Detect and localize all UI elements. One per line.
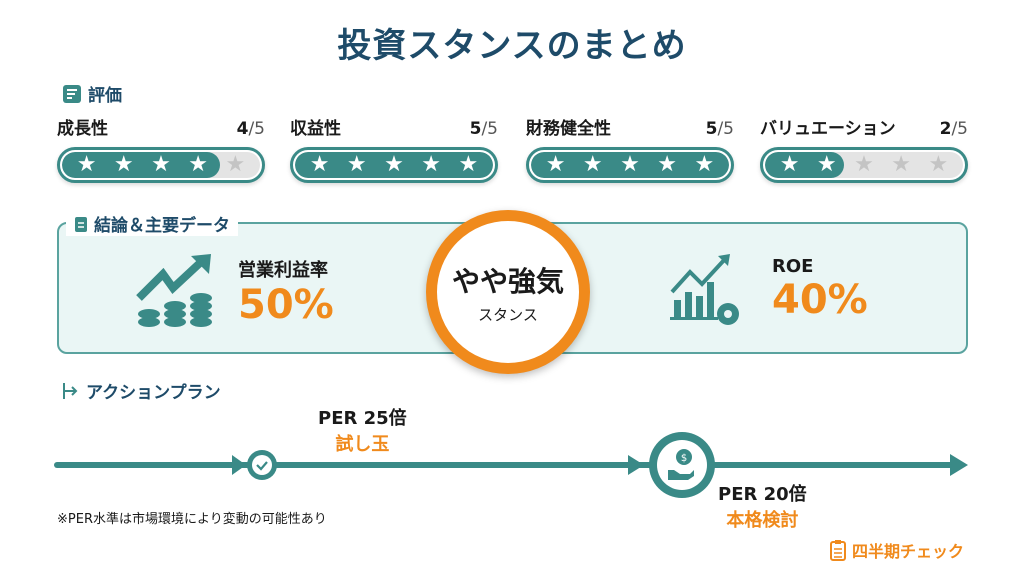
star-icon: ★ bbox=[620, 152, 640, 177]
rating-label: 成長性 bbox=[57, 119, 108, 139]
rating-fill bbox=[295, 152, 493, 178]
stance-text: やや強気 bbox=[451, 264, 564, 298]
checklist-icon bbox=[830, 540, 846, 561]
star-icon: ★ bbox=[694, 152, 715, 177]
star-icon: ★ bbox=[458, 152, 479, 177]
evaluation-heading: 評価 bbox=[62, 81, 122, 106]
note-icon bbox=[63, 84, 81, 103]
quarterly-check: 四半期チェック bbox=[830, 538, 964, 562]
rating-fill bbox=[531, 152, 729, 178]
metric-value: 50% bbox=[238, 282, 334, 328]
rating-fill bbox=[62, 152, 221, 178]
rating-bar: ★ ★ ★ ★ ★ bbox=[290, 147, 498, 183]
page-title: 投資スタンスのまとめ bbox=[337, 26, 687, 66]
footnote: ※PER水準は市場環境により変動の可能性あり bbox=[57, 512, 327, 527]
star-icon: ★ bbox=[421, 152, 442, 177]
metric-label: 営業利益率 bbox=[238, 260, 328, 281]
rating-1: 収益性 5/5 ★ ★ ★ ★ ★ bbox=[290, 114, 498, 183]
star-icon: ★ bbox=[779, 152, 800, 177]
money-hand-icon: $ bbox=[649, 432, 715, 498]
chart-gear-icon bbox=[670, 254, 739, 325]
step-1: PER 25倍 試し玉 bbox=[318, 404, 407, 456]
rating-label: 収益性 bbox=[290, 119, 341, 139]
metric-label: ROE bbox=[772, 256, 814, 277]
star-icon: ★ bbox=[582, 152, 603, 177]
star-icon: ★ bbox=[657, 152, 678, 177]
star-icon: ★ bbox=[928, 152, 949, 177]
rating-max: /5 bbox=[717, 119, 734, 139]
metric-roe: ROE 40% bbox=[772, 256, 868, 323]
star-icon: ★ bbox=[188, 152, 209, 177]
rating-bar: ★ ★ ★ ★ ★ bbox=[760, 147, 968, 183]
star-icon: ★ bbox=[384, 152, 404, 177]
stance-badge: やや強気 スタンス bbox=[426, 210, 590, 374]
star-icon: ★ bbox=[346, 152, 367, 177]
rating-0: 成長性 4/5 ★ ★ ★ ★ ★ bbox=[57, 114, 265, 183]
evaluation-heading-text: 評価 bbox=[88, 86, 122, 106]
star-icon: ★ bbox=[309, 152, 330, 177]
rating-score: 4 bbox=[236, 119, 249, 139]
star-icon: ★ bbox=[854, 152, 874, 177]
arrow-right-icon bbox=[63, 382, 78, 399]
step-action: 試し玉 bbox=[335, 434, 390, 455]
rating-max: /5 bbox=[951, 119, 968, 139]
conclusion-heading-text: 結論＆主要データ bbox=[94, 216, 230, 236]
check-icon bbox=[247, 450, 277, 480]
action-heading-text: アクションプラン bbox=[86, 383, 221, 403]
rating-score: 2 bbox=[939, 119, 952, 139]
star-icon: ★ bbox=[151, 152, 171, 177]
quarterly-text: 四半期チェック bbox=[852, 542, 965, 561]
clipboard-icon bbox=[75, 216, 87, 232]
stance-subtext: スタンス bbox=[478, 305, 538, 324]
svg-text:$: $ bbox=[681, 453, 687, 464]
rating-3: バリュエーション 2/5 ★ ★ ★ ★ ★ bbox=[760, 114, 968, 183]
rating-bar: ★ ★ ★ ★ ★ bbox=[526, 147, 734, 183]
action-heading: アクションプラン bbox=[62, 378, 221, 403]
star-icon: ★ bbox=[76, 152, 97, 177]
rating-label: 財務健全性 bbox=[526, 119, 611, 139]
metric-operating-margin: 営業利益率 50% bbox=[238, 256, 334, 328]
rating-bar: ★ ★ ★ ★ ★ bbox=[57, 147, 265, 183]
step-action: 本格検討 bbox=[726, 510, 799, 531]
step-2: PER 20倍 本格検討 bbox=[718, 480, 807, 532]
rating-fill bbox=[765, 152, 845, 178]
star-icon: ★ bbox=[225, 152, 246, 177]
timeline: $ bbox=[54, 432, 968, 498]
star-icon: ★ bbox=[816, 152, 837, 177]
metric-value: 40% bbox=[772, 277, 868, 323]
step-per: PER 25倍 bbox=[318, 408, 407, 429]
rating-2: 財務健全性 5/5 ★ ★ ★ ★ ★ bbox=[526, 114, 734, 183]
star-icon: ★ bbox=[891, 152, 912, 177]
growth-coins-icon bbox=[136, 254, 212, 327]
star-icon: ★ bbox=[113, 152, 134, 177]
rating-max: /5 bbox=[248, 119, 265, 139]
rating-score: 5 bbox=[469, 119, 482, 139]
conclusion-heading: 結論＆主要データ bbox=[66, 211, 238, 236]
rating-label: バリュエーション bbox=[760, 119, 896, 139]
step-per: PER 20倍 bbox=[718, 484, 807, 505]
rating-max: /5 bbox=[481, 119, 498, 139]
star-icon: ★ bbox=[545, 152, 566, 177]
rating-score: 5 bbox=[705, 119, 718, 139]
